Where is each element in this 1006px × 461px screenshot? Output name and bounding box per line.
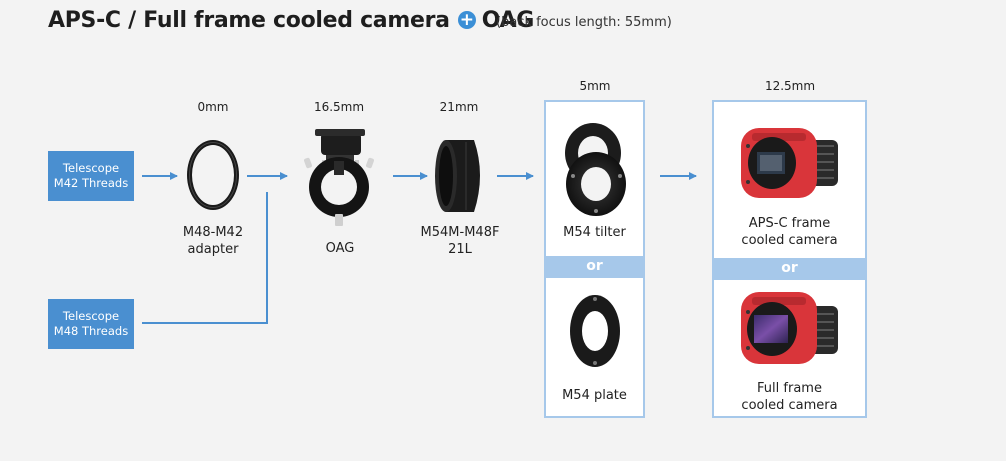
source-m48-line2: M48 Threads [53,324,129,338]
camera-or-divider: or [714,258,865,280]
camera-length: 12.5mm [764,79,816,93]
source-m42-line2: M42 Threads [53,176,129,190]
extender-label-line2: 21L [448,242,472,257]
full-frame-camera-image [741,292,838,364]
oag-label: OAG [290,240,390,257]
extender-label-line1: M54M-M48F [420,225,500,240]
adapter-label: M48-M42 adapter [163,224,263,258]
source-m42-line1: Telescope [62,161,120,175]
adapter-label-line2: adapter [187,242,239,257]
plus-icon: + [457,11,476,29]
page-title: APS-C / Full frame cooled camera + OAG [48,8,534,33]
oag-label-line1: OAG [325,241,355,256]
title-left: APS-C / Full frame cooled camera [48,8,450,33]
full-frame-camera-label-line2: cooled camera [741,398,838,413]
source-m42-threads: Telescope M42 Threads [48,151,134,201]
source-m48-line1: Telescope [62,309,120,323]
source-m48-threads: Telescope M48 Threads [48,299,134,349]
flow-arrows [142,172,697,324]
apsc-camera-label-line1: APS-C frame [748,216,831,231]
adapter-length: 0mm [197,100,229,114]
adapter-ring-image [187,140,239,210]
subtitle: (back focus length: 55mm) [496,15,672,30]
full-frame-camera-label: Full frame cooled camera [714,380,865,414]
plate-option-label: M54 plate [562,388,627,403]
oag-length: 16.5mm [313,100,365,114]
adapter-label-line1: M48-M42 [182,225,244,240]
m54-tilter-image [565,123,626,216]
extender-label: M54M-M48F 21L [405,224,515,258]
oag-image [304,129,374,226]
apsc-camera-image [741,128,838,198]
extender-length: 21mm [439,100,479,114]
apsc-camera-label-line2: cooled camera [741,233,838,248]
title-right: OAG [481,8,535,33]
tilter-option-label: M54 tilter [563,225,626,240]
tilter-or-divider: or [546,256,643,278]
tilter-length: 5mm [579,79,611,93]
full-frame-camera-label-line1: Full frame [757,381,822,396]
apsc-camera-label: APS-C frame cooled camera [714,215,865,249]
m54-plate-image [570,295,620,367]
arrow-m48-to-oag [142,192,268,324]
extender-tube-image [435,140,480,212]
